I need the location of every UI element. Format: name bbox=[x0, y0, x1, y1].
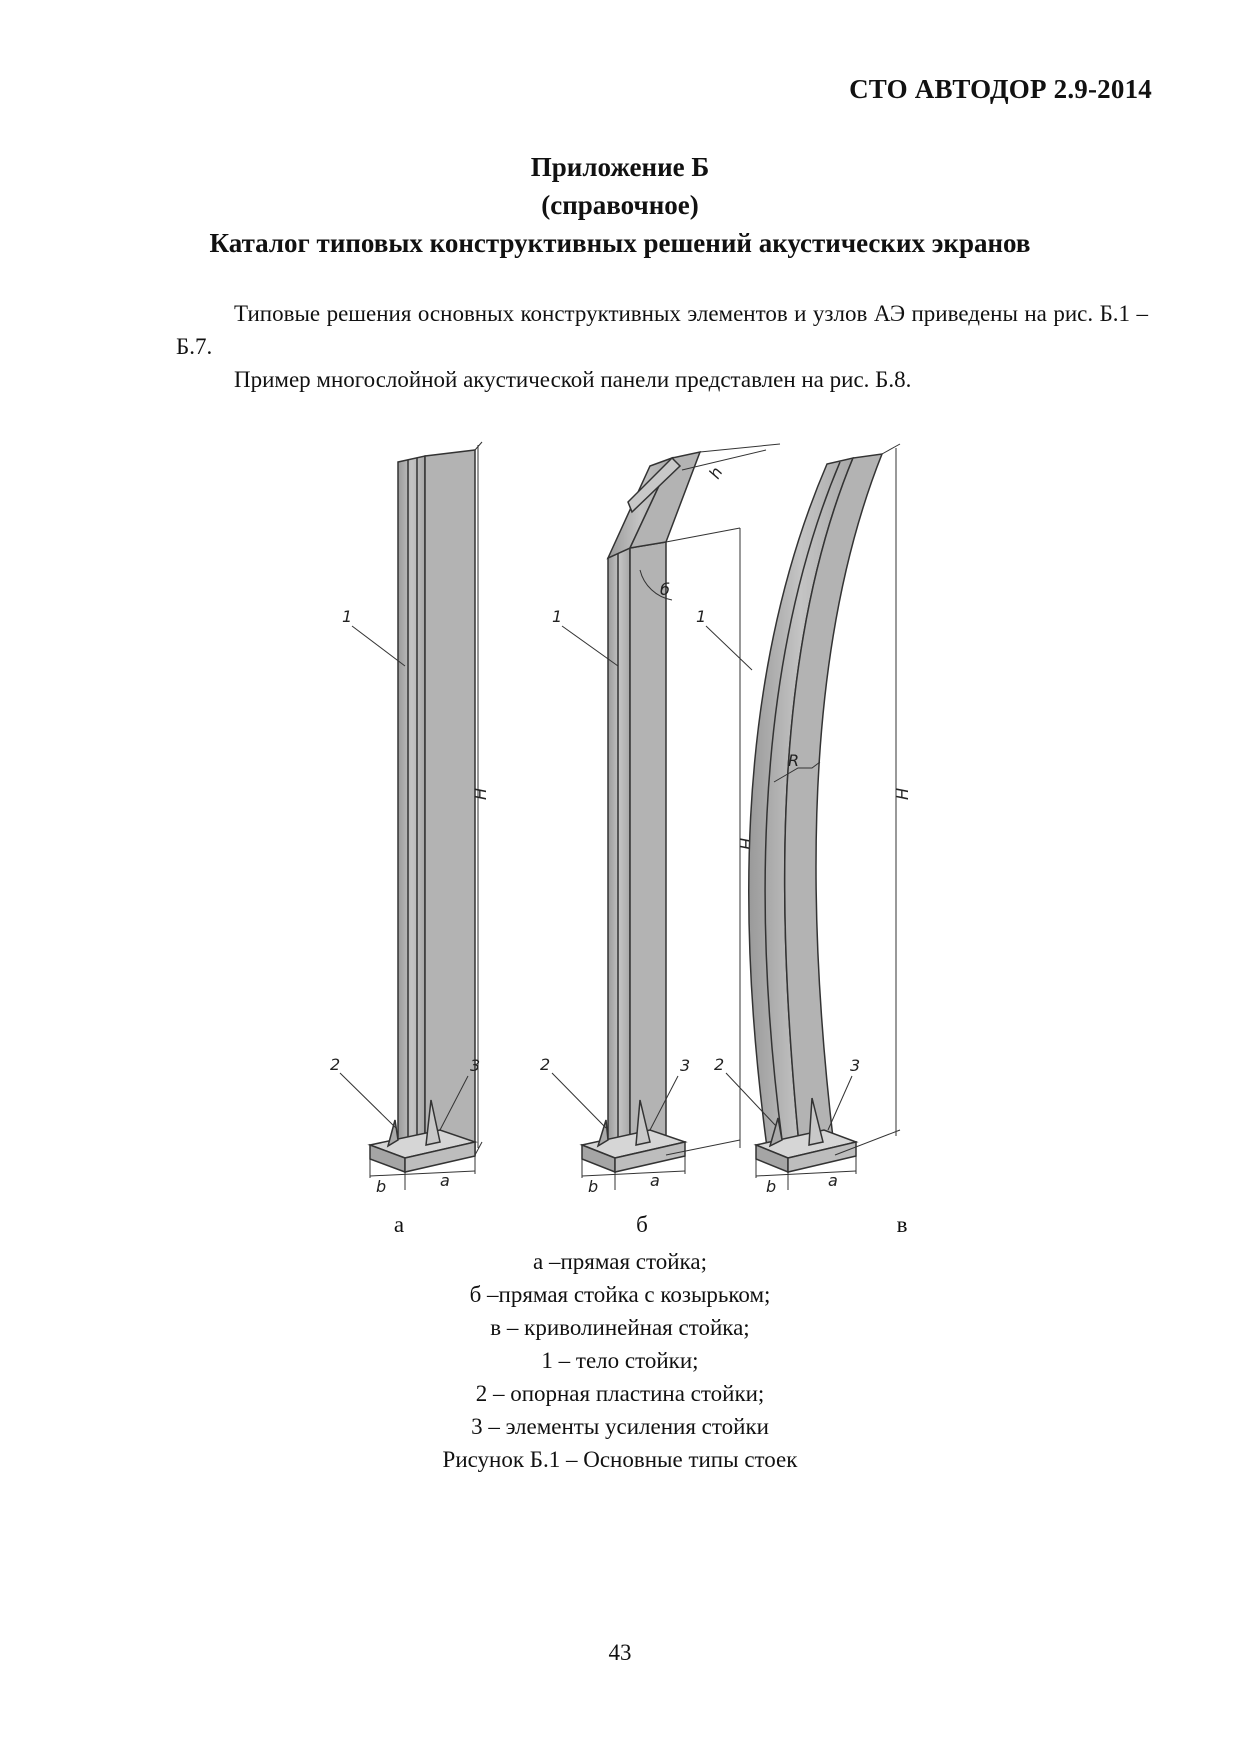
dim-height-a: H bbox=[471, 788, 490, 800]
callout-3-b: 3 bbox=[680, 1056, 690, 1075]
legend-line: 2 – опорная пластина стойки; bbox=[475, 1381, 765, 1406]
dim-canopy-length: h bbox=[705, 464, 727, 482]
dim-a-c: a bbox=[828, 1171, 838, 1190]
appendix-title: Приложение Б bbox=[530, 152, 710, 182]
sublabel-c: в bbox=[896, 1212, 908, 1237]
post-straight bbox=[339, 441, 483, 1190]
appendix-title-block: Приложение Б (справочное) Каталог типовы… bbox=[0, 148, 1240, 262]
dim-height-c: H bbox=[893, 788, 912, 800]
callout-2-b: 2 bbox=[540, 1055, 550, 1074]
post-curved bbox=[705, 443, 901, 1190]
callout-3-a: 3 bbox=[470, 1056, 480, 1075]
callout-1-c: 1 bbox=[696, 607, 706, 626]
page-number: 43 bbox=[608, 1640, 632, 1665]
dim-angle: б bbox=[660, 580, 670, 599]
dim-radius: R bbox=[788, 751, 799, 770]
callout-1-a: 1 bbox=[342, 607, 352, 626]
figure-caption: а –прямая стойка; б –прямая стойка с коз… bbox=[0, 1245, 1240, 1476]
appendix-heading: Каталог типовых конструктивных решений а… bbox=[209, 228, 1031, 258]
post-canopy bbox=[551, 443, 781, 1190]
dim-b-b: b bbox=[588, 1177, 598, 1196]
callout-3-c: 3 bbox=[850, 1056, 860, 1075]
dim-b-a: b bbox=[376, 1177, 386, 1196]
posts-figure: 1 2 3 H b a 1 2 3 H h б bbox=[330, 441, 912, 1196]
figure-title: Рисунок Б.1 – Основные типы стоек bbox=[442, 1447, 798, 1472]
callout-1-b: 1 bbox=[552, 607, 562, 626]
sublabel-a: а bbox=[393, 1212, 405, 1237]
dim-b-c: b bbox=[766, 1177, 776, 1196]
callout-2-c: 2 bbox=[714, 1055, 724, 1074]
dim-a-b: a bbox=[650, 1171, 660, 1190]
appendix-subtitle: (справочное) bbox=[541, 190, 699, 220]
legend-line: 3 – элементы усиления стойки bbox=[471, 1414, 769, 1439]
example-paragraph: Пример многослойной акустической панели … bbox=[234, 367, 912, 392]
legend-line: б –прямая стойка с козырьком; bbox=[469, 1282, 771, 1307]
legend-line: 1 – тело стойки; bbox=[541, 1348, 699, 1373]
intro-paragraph: Типовые решения основных конструктивных … bbox=[176, 301, 1148, 359]
dim-a-a: a bbox=[440, 1171, 450, 1190]
document-code: СТО АВТОДОР 2.9-2014 bbox=[849, 74, 1152, 104]
sublabel-b: б bbox=[636, 1212, 648, 1237]
legend-line: в – криволинейная стойка; bbox=[490, 1315, 750, 1340]
callout-2-a: 2 bbox=[330, 1055, 340, 1074]
legend-line: а –прямая стойка; bbox=[533, 1249, 707, 1274]
